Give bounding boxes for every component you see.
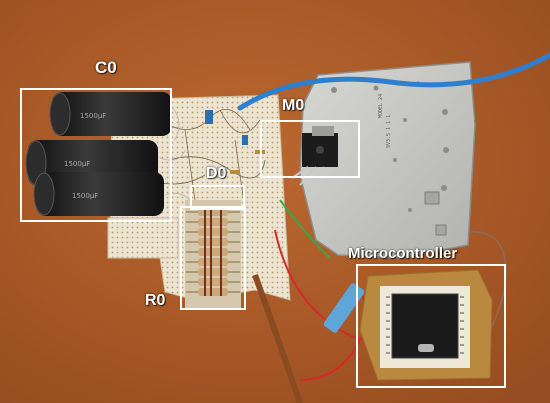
svg-text:MODEL 24: MODEL 24 <box>378 94 384 118</box>
microcontroller-label: Microcontroller <box>348 245 458 262</box>
svg-text:9V3.5 1 1 1: 9V3.5 1 1 1 <box>386 115 392 148</box>
microcontroller-highlight-box <box>356 264 506 388</box>
svg-text:1500μF: 1500μF <box>72 192 98 200</box>
capacitor-bank: 1500μF 1500μF 1500μF <box>25 92 172 216</box>
d0-label: D0 <box>206 165 227 182</box>
c0-highlight-box <box>20 88 172 222</box>
r0-label: R0 <box>145 292 166 309</box>
resistor-array <box>185 200 241 308</box>
heatsink-plate <box>299 61 476 259</box>
r0-highlight-box <box>180 206 246 310</box>
m0-label: M0 <box>282 97 305 114</box>
blue-cable <box>237 52 550 111</box>
c0-label: C0 <box>95 58 117 77</box>
d0-highlight-box <box>190 185 245 210</box>
svg-text:1500μF: 1500μF <box>64 160 90 168</box>
brown-wire <box>252 273 303 403</box>
bluetooth-module <box>323 283 365 333</box>
m0-highlight-box <box>260 120 360 178</box>
microcontroller-board <box>359 269 493 381</box>
svg-text:1500μF: 1500μF <box>80 112 106 120</box>
